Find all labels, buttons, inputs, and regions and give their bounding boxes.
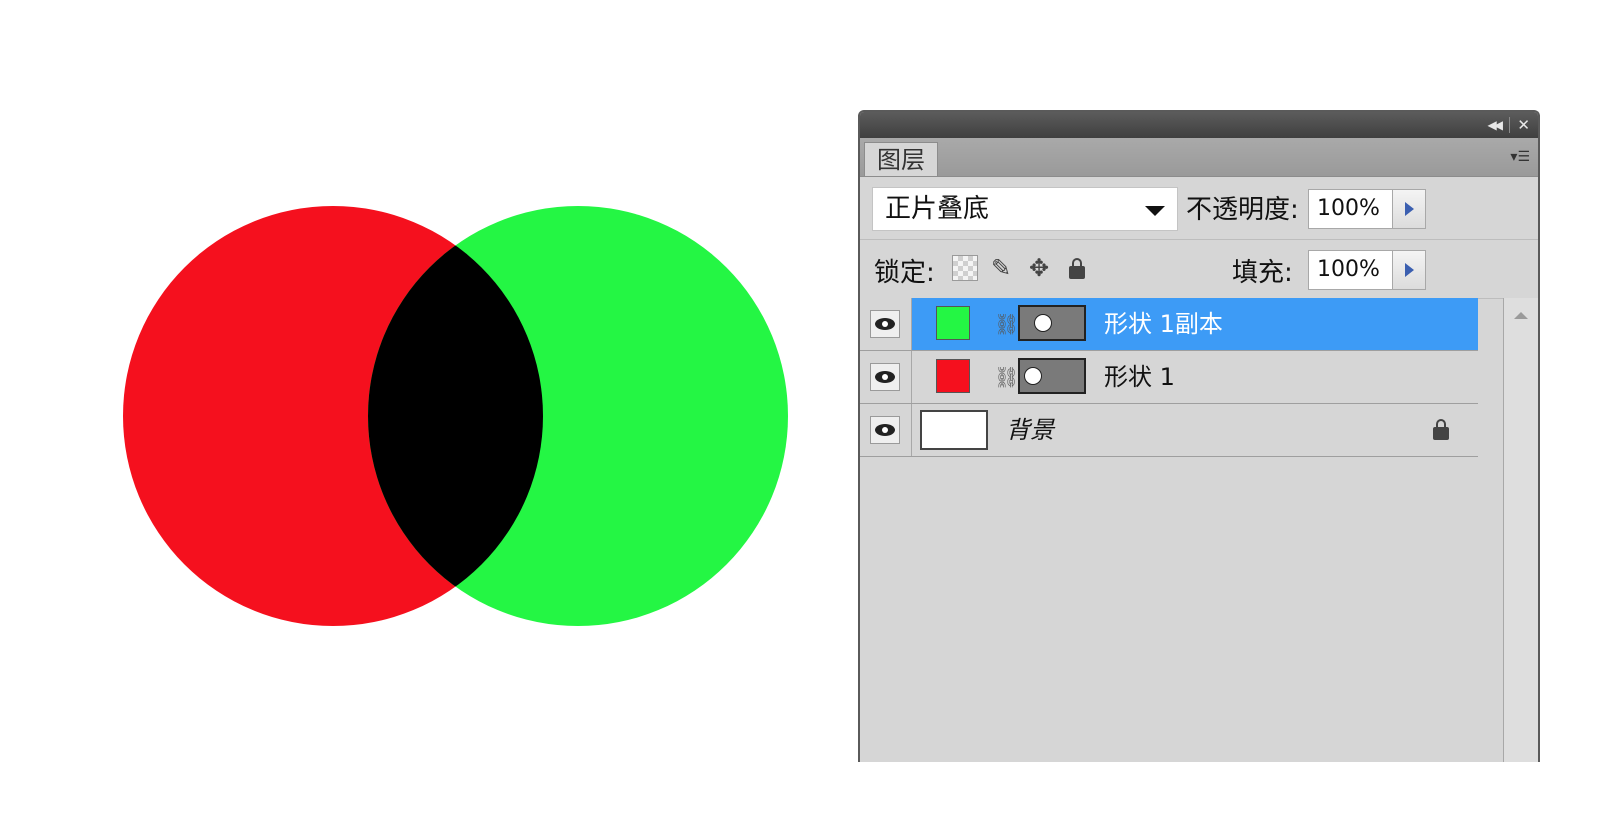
layer-row-background[interactable]: 背景 [860,404,1478,457]
lock-pixels-brush-icon[interactable]: ✎ [990,254,1012,282]
scroll-up-arrow-icon[interactable] [1514,312,1528,319]
lock-icon [1432,418,1450,440]
layer-name[interactable]: 形状 1 [1104,363,1175,391]
layers-list: ⛓ 形状 1副本 ⛓ 形状 1 背景 [860,298,1478,457]
vector-mask-thumbnail[interactable] [1018,358,1086,394]
visibility-toggle[interactable] [860,351,912,403]
opacity-input[interactable]: 100% [1308,189,1394,229]
collapse-icon[interactable]: ◀◀ [1487,118,1504,132]
visibility-toggle[interactable] [860,404,912,456]
visibility-toggle[interactable] [860,298,912,350]
document-canvas [123,206,788,626]
blend-mode-select[interactable]: 正片叠底 [872,187,1178,231]
layer-name[interactable]: 形状 1副本 [1104,310,1223,338]
lock-position-move-icon[interactable]: ✥ [1028,254,1050,282]
lock-all-icon[interactable] [1064,255,1090,281]
close-icon[interactable]: ✕ [1517,116,1530,134]
opacity-label: 不透明度: [1186,195,1299,225]
background-thumbnail[interactable] [920,410,988,450]
layers-scrollbar[interactable] [1503,298,1538,762]
blend-mode-value: 正片叠底 [885,194,990,224]
layers-panel: ◀◀ ✕ 图层 ▾☰ 正片叠底 不透明度: 100% 锁定: ✎ ✥ 填充: 1… [858,110,1540,762]
opacity-slider-button[interactable] [1392,189,1426,229]
overlap-region [368,206,543,626]
fill-input[interactable]: 100% [1308,250,1394,290]
fill-label: 填充: [1232,258,1293,288]
tab-layers[interactable]: 图层 [864,142,938,176]
eye-icon [870,416,900,444]
lock-transparency-icon[interactable] [952,255,978,281]
padlock-icon [1068,257,1086,279]
layer-color-swatch[interactable] [936,306,970,340]
lock-label: 锁定: [874,258,935,288]
link-chain-icon[interactable]: ⛓ [994,312,1020,336]
vector-mask-thumbnail[interactable] [1018,305,1086,341]
layer-row-shape-1[interactable]: ⛓ 形状 1 [860,351,1478,404]
layer-name[interactable]: 背景 [1006,416,1054,444]
layer-color-swatch[interactable] [936,359,970,393]
link-chain-icon[interactable]: ⛓ [994,365,1020,389]
blend-row: 正片叠底 不透明度: 100% [860,177,1538,240]
panel-menu-icon[interactable]: ▾☰ [1510,149,1530,165]
chevron-down-icon [1145,206,1165,216]
eye-icon [870,363,900,391]
titlebar-divider [1509,117,1510,133]
lock-row: 锁定: ✎ ✥ 填充: 100% [860,240,1538,299]
eye-icon [870,310,900,338]
fill-slider-button[interactable] [1392,250,1426,290]
panel-titlebar: ◀◀ ✕ [860,112,1538,138]
panel-tabs: 图层 ▾☰ [860,138,1538,177]
layer-row-shape-1-copy[interactable]: ⛓ 形状 1副本 [860,298,1478,351]
